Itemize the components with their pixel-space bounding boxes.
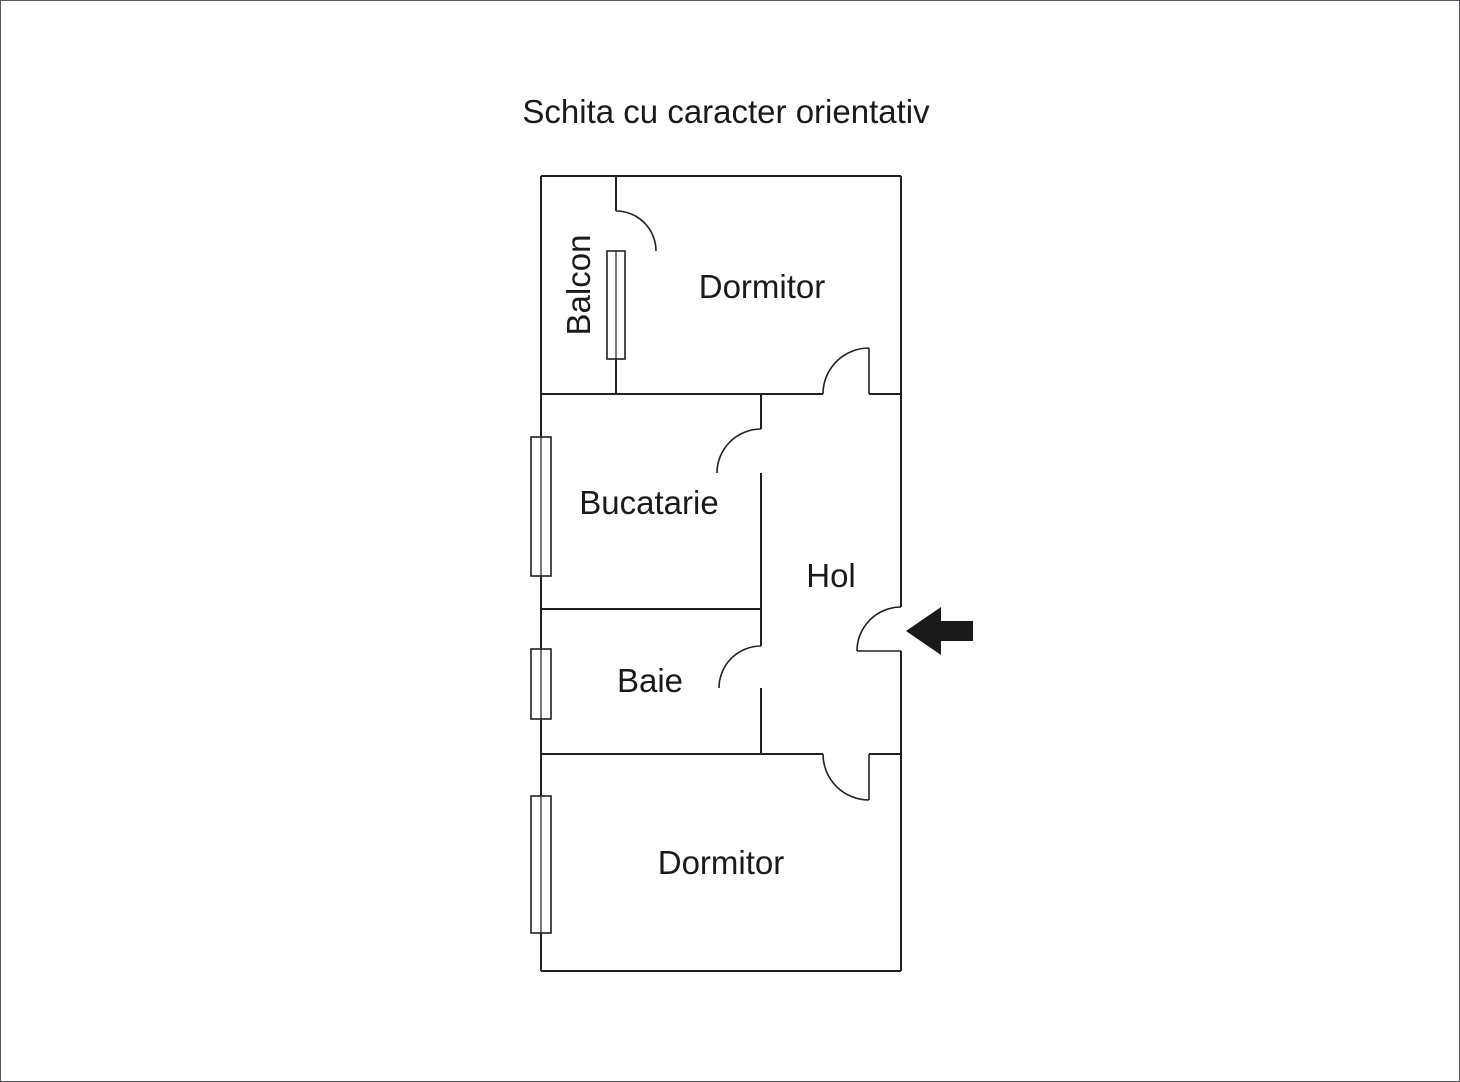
room-labels: Balcon Dormitor Bucatarie Hol Baie Dormi… [560,235,856,881]
room-label-hol: Hol [806,557,856,594]
room-label-dormitor-top: Dormitor [699,268,826,305]
door-baie-arc [718,645,762,689]
room-label-dormitor-bottom: Dormitor [658,844,785,881]
door-dormitor-bottom-arc [822,753,870,801]
plan-title: Schita cu caracter orientativ [522,93,930,130]
room-label-bucatarie: Bucatarie [579,484,718,521]
door-bucatarie-arc [716,428,762,474]
room-label-balcon: Balcon [560,235,597,336]
door-balcon-arc [615,210,657,252]
entrance-arrow-icon [906,607,973,655]
door-entrance-arc [856,606,902,652]
door-dormitor-top-arc [822,347,870,395]
windows [530,250,626,934]
doors [615,210,902,801]
room-label-baie: Baie [617,662,683,699]
